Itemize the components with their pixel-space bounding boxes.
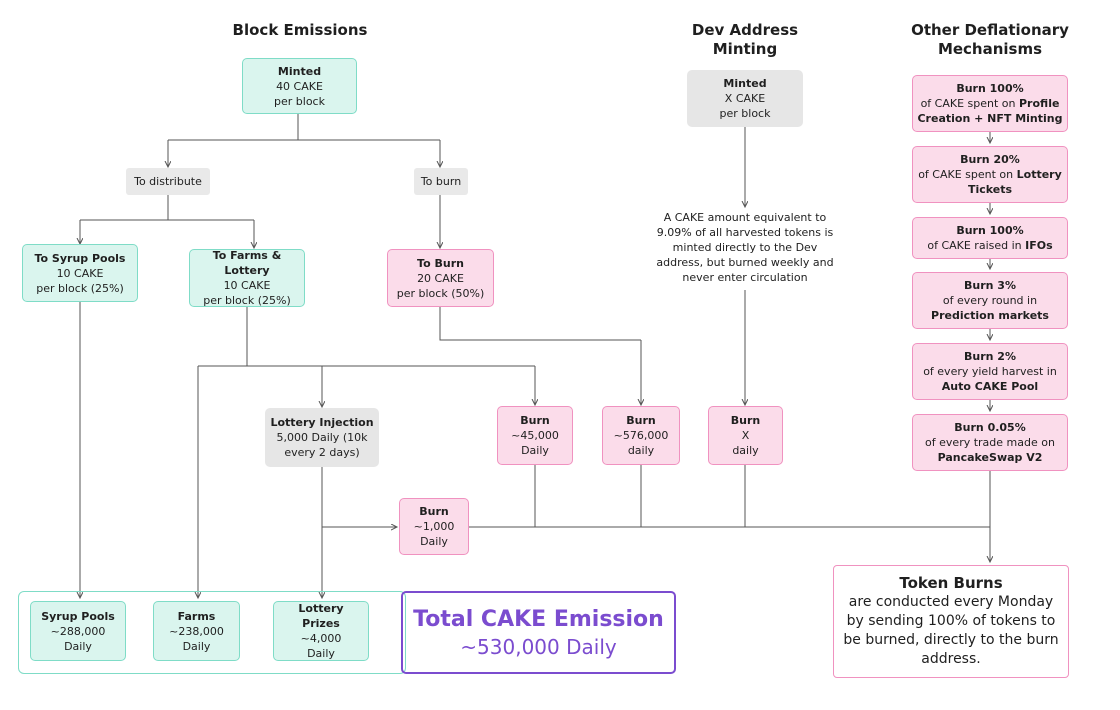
node-burn-auto-cake: Burn 2% of every yield harvest in Auto C… xyxy=(912,343,1068,400)
node-burn-pancakeswap: Burn 0.05% of every trade made on Pancak… xyxy=(912,414,1068,471)
token-burns-box: Token Burns are conducted every Monday b… xyxy=(833,565,1069,678)
header-block-emissions: Block Emissions xyxy=(232,21,368,39)
node-lottery-prizes-total: Lottery Prizes ~4,000 Daily xyxy=(273,601,369,661)
node-burn-lottery-tickets: Burn 20% of CAKE spent on Lottery Ticket… xyxy=(912,146,1068,203)
node-to-farms-lottery: To Farms & Lottery 10 CAKE per block (25… xyxy=(189,249,305,307)
dev-description: A CAKE amount equivalent to 9.09% of all… xyxy=(656,211,834,284)
node-syrup-pools-total: Syrup Pools ~288,000 Daily xyxy=(30,601,126,661)
emission-group xyxy=(18,591,406,674)
node-to-syrup-pools: To Syrup Pools 10 CAKE per block (25%) xyxy=(22,244,138,302)
node-burn-profile-nft: Burn 100% of CAKE spent on Profile Creat… xyxy=(912,75,1068,132)
node-burn-x: Burn X daily xyxy=(708,406,783,465)
header-dev-address-minting: Dev Address Minting xyxy=(691,21,799,58)
node-farms-total: Farms ~238,000 Daily xyxy=(153,601,240,661)
node-to-burn: To Burn 20 CAKE per block (50%) xyxy=(387,249,494,307)
total-cake-emission: Total CAKE Emission ~530,000 Daily xyxy=(401,591,676,674)
node-dev-minted: Minted X CAKE per block xyxy=(687,70,803,127)
node-burn-ifos: Burn 100% of CAKE raised in IFOs xyxy=(912,217,1068,259)
node-burn-1000: Burn ~1,000 Daily xyxy=(399,498,469,555)
node-burn-prediction: Burn 3% of every round in Prediction mar… xyxy=(912,272,1068,329)
node-burn-576000: Burn ~576,000 daily xyxy=(602,406,680,465)
label-to-burn: To burn xyxy=(414,168,468,195)
node-minted-40-cake: Minted 40 CAKE per block xyxy=(242,58,357,114)
node-burn-45000: Burn ~45,000 Daily xyxy=(497,406,573,465)
header-other-deflationary: Other Deflationary Mechanisms xyxy=(911,21,1069,58)
node-lottery-injection: Lottery Injection 5,000 Daily (10k every… xyxy=(265,408,379,467)
label-to-distribute: To distribute xyxy=(126,168,210,195)
